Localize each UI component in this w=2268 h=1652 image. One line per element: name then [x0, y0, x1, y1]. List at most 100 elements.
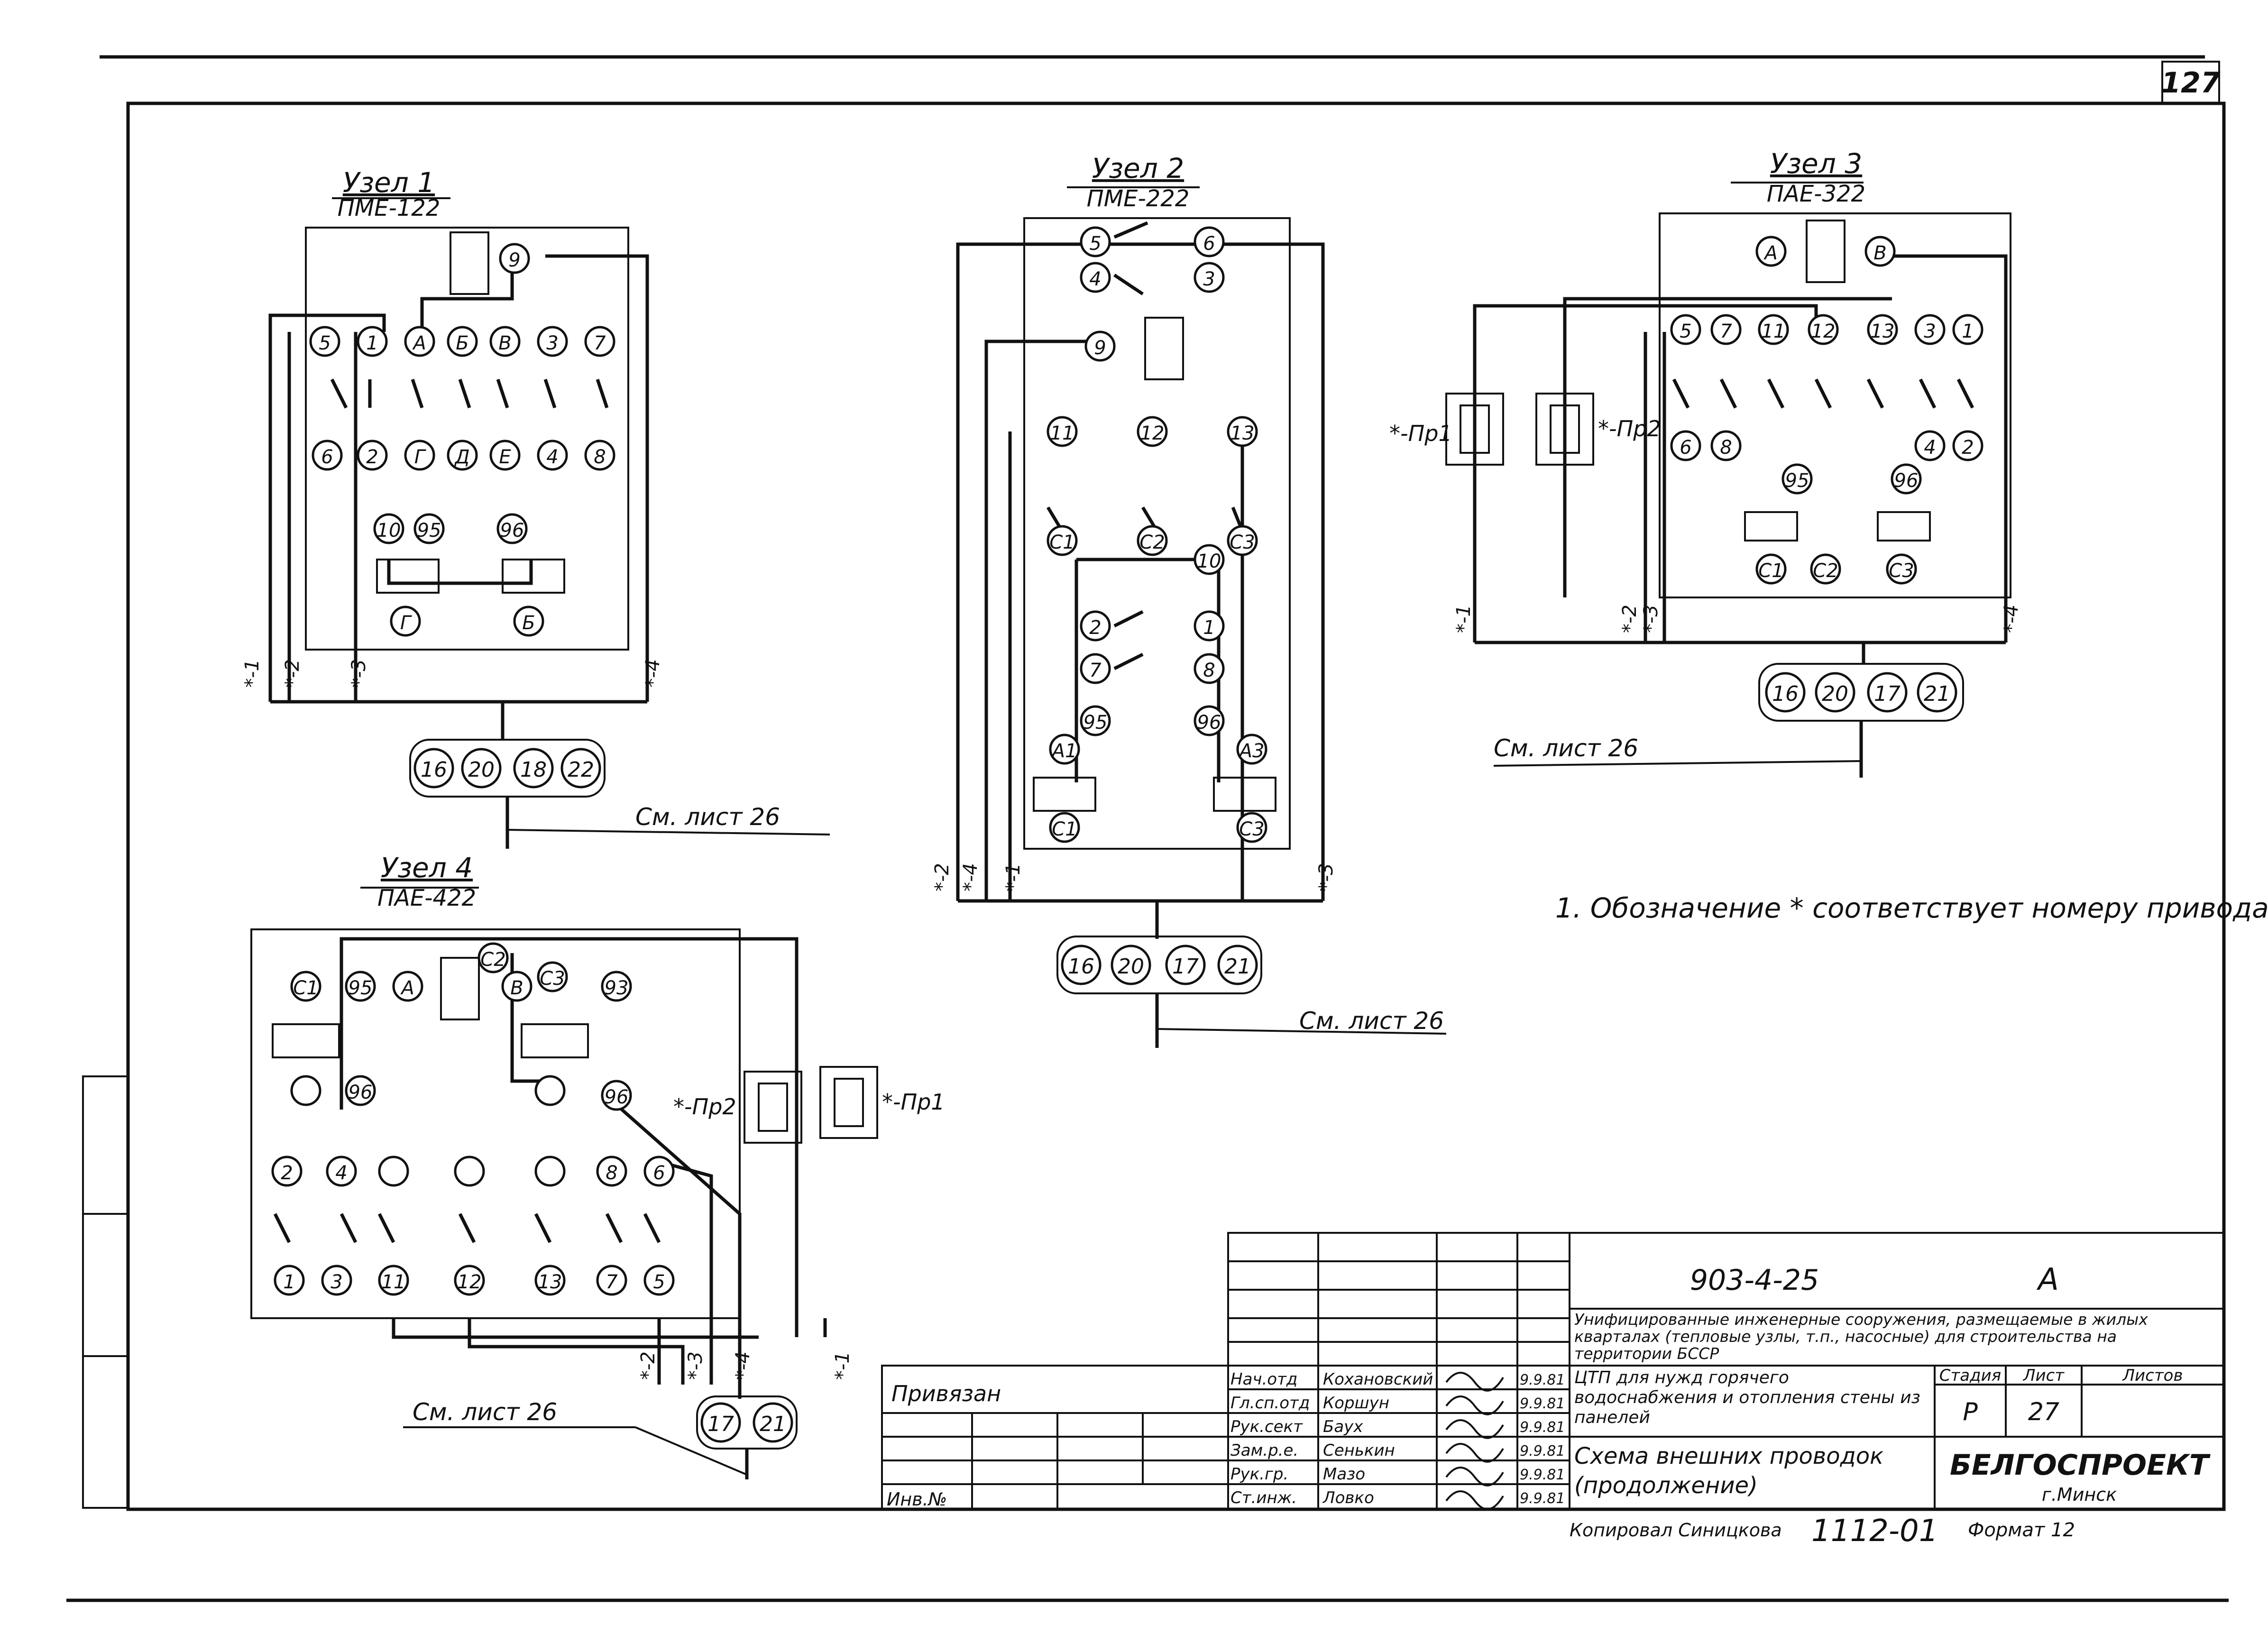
inv-label: Инв.№ [887, 1489, 947, 1510]
svg-text:2: 2 [281, 1162, 293, 1184]
svg-text:95: 95 [349, 977, 373, 999]
svg-text:С3: С3 [1889, 560, 1914, 582]
svg-text:1: 1 [1203, 617, 1215, 639]
svg-text:22: 22 [568, 758, 594, 782]
svg-text:2: 2 [366, 446, 378, 468]
copied-by: Копировал Синицкова [1570, 1520, 1782, 1541]
svg-text:Б: Б [456, 332, 468, 354]
svg-text:16: 16 [1772, 682, 1799, 706]
svg-text:1: 1 [1962, 321, 1974, 342]
svg-text:20: 20 [1822, 682, 1848, 706]
svg-text:Кохановский: Кохановский [1323, 1370, 1433, 1389]
svg-text:95: 95 [1083, 712, 1108, 734]
node-2-connector [1056, 936, 1262, 994]
svg-text:С2: С2 [1139, 532, 1165, 553]
svg-text:11: 11 [1762, 321, 1786, 342]
svg-text:Ст.инж.: Ст.инж. [1230, 1488, 1297, 1507]
svg-text:13: 13 [1871, 321, 1895, 342]
svg-text:А1: А1 [1051, 740, 1077, 762]
node-2-ref: См. лист 26 [1299, 1007, 1444, 1035]
svg-text:1: 1 [283, 1271, 295, 1293]
node-1: Узел 1 ПМЕ-122 9 5 1 А Б В 3 [241, 166, 830, 849]
svg-text:10: 10 [377, 520, 401, 541]
svg-text:*-Пр2: *-Пр2 [673, 1094, 736, 1120]
svg-text:6: 6 [653, 1162, 665, 1184]
node-3-type: ПАЕ-322 [1767, 181, 1865, 207]
node-4-wire-3: *-3 [685, 1351, 707, 1380]
svg-text:9.9.81: 9.9.81 [1520, 1395, 1565, 1412]
svg-text:Б: Б [522, 612, 535, 634]
svg-text:93: 93 [605, 977, 629, 999]
node-4-connector-pins: 17 21 [700, 1402, 793, 1443]
svg-text:21: 21 [1924, 682, 1950, 706]
node-2-type: ПМЕ-222 [1087, 185, 1190, 212]
svg-text:2: 2 [1089, 617, 1101, 639]
node-2-coil [1144, 317, 1184, 380]
svg-text:21: 21 [760, 1412, 786, 1436]
drawing-frame [126, 101, 2226, 1511]
svg-text:96: 96 [500, 520, 524, 541]
project-name: ЦТП для нужд горячего водоснабжения и от… [1574, 1368, 1920, 1427]
format-label: Формат 12 [1968, 1519, 2075, 1541]
svg-text:9.9.81: 9.9.81 [1520, 1443, 1565, 1459]
svg-text:3: 3 [1924, 321, 1936, 342]
svg-text:95: 95 [1785, 470, 1809, 492]
svg-text:5: 5 [1089, 233, 1101, 255]
svg-text:9: 9 [1094, 337, 1106, 359]
node-3-wire-4: *-4 [2001, 605, 2022, 633]
svg-text:8: 8 [594, 446, 606, 468]
node-4-type: ПАЕ-422 [377, 885, 476, 911]
node-4-wire-4: *-4 [732, 1351, 754, 1380]
svg-text:16: 16 [1068, 954, 1094, 979]
svg-text:Рук.сект: Рук.сект [1230, 1417, 1303, 1436]
svg-text:96: 96 [349, 1082, 373, 1103]
org-name: БЕЛГОСПРОЕКТ [1950, 1449, 2211, 1482]
svg-text:13: 13 [538, 1271, 562, 1293]
stage-value: Р [1963, 1398, 1978, 1426]
svg-text:С1: С1 [1052, 818, 1077, 840]
album-code: А [2036, 1262, 2059, 1297]
svg-text:9: 9 [508, 249, 520, 271]
svg-text:*-Пр1: *-Пр1 [882, 1089, 945, 1115]
page-number-box [2161, 61, 2220, 104]
svg-text:17: 17 [707, 1412, 734, 1436]
node-2-terminals: 5 6 4 3 9 11 12 13 С1 С2 10 С3 2 1 7 8 9… [1047, 226, 1267, 843]
node-2: Узел 2 ПМЕ-222 5 6 4 3 9 1 [931, 152, 1447, 1048]
svg-text:96: 96 [1197, 712, 1221, 734]
svg-text:В: В [1873, 242, 1886, 264]
svg-text:Баух: Баух [1323, 1417, 1363, 1436]
node-1-terminals: 9 5 1 А Б В 3 7 6 2 Г Д Е 4 8 10 95 96 Г… [309, 243, 615, 637]
node-2-wire-2: *-2 [931, 863, 953, 891]
signatures: Нач.отд Кохановский 9.9.81 Гл.сп.отд Кор… [1230, 1370, 1565, 1510]
node-2-wire-3: *-3 [1315, 863, 1337, 891]
node-1-coil [450, 231, 489, 295]
svg-text:95: 95 [417, 520, 441, 541]
svg-text:20: 20 [1118, 954, 1144, 979]
svg-text:С1: С1 [293, 977, 318, 999]
page-number: 127 [2161, 66, 2220, 100]
sheet-label: Лист [2022, 1366, 2065, 1385]
svg-text:9.9.81: 9.9.81 [1520, 1419, 1565, 1436]
svg-text:*-Пр2: *-Пр2 [1598, 416, 1661, 441]
svg-text:С3: С3 [1230, 532, 1255, 553]
node-1-panel [305, 227, 629, 651]
linked-label: Привязан [891, 1381, 1001, 1406]
side-strip [82, 1075, 129, 1509]
svg-text:8: 8 [1720, 437, 1732, 459]
node-3-connector-pins: 16 20 17 21 [1765, 672, 1957, 713]
node-2-panel [1023, 217, 1291, 850]
series-description: Унифицированные инженерные сооружения, р… [1574, 1311, 2148, 1363]
svg-text:С1: С1 [1758, 560, 1783, 582]
node-4-coil [440, 957, 480, 1020]
svg-text:18: 18 [520, 758, 547, 782]
sheet-value: 27 [2028, 1398, 2059, 1426]
svg-text:11: 11 [382, 1271, 406, 1293]
node-4-title: Узел 4 [381, 852, 473, 884]
node-3-fuses: *-Пр1 *-Пр2 [1389, 393, 1661, 466]
node-1-type: ПМЕ-122 [338, 195, 441, 221]
svg-text:3: 3 [1203, 268, 1215, 290]
svg-text:Зам.р.е.: Зам.р.е. [1230, 1441, 1298, 1460]
svg-text:13: 13 [1230, 422, 1255, 444]
node-1-wire-1: *-1 [241, 659, 263, 688]
